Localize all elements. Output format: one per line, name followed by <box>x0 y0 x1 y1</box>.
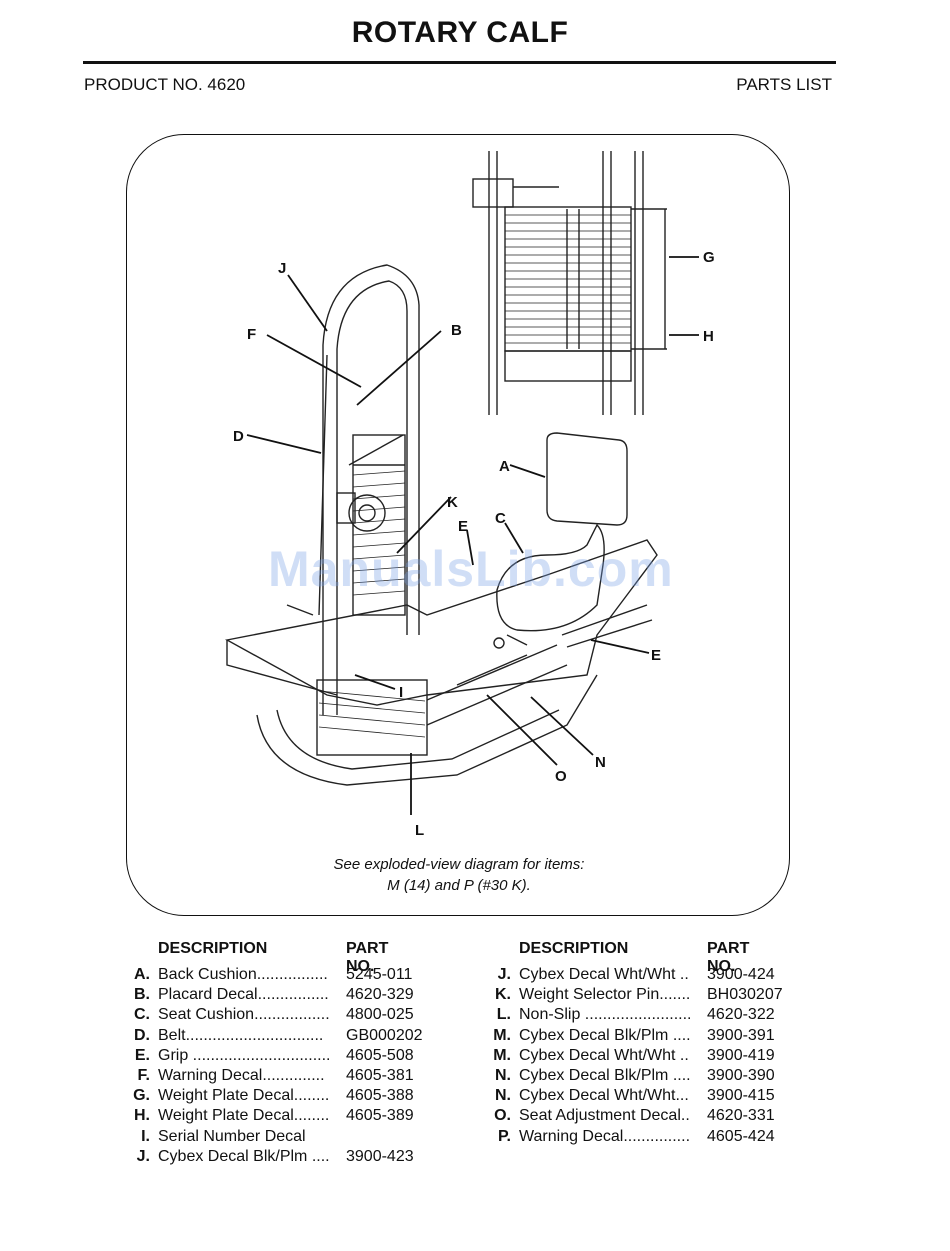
part-description: Weight Selector Pin....... <box>519 986 691 1004</box>
part-description: Seat Cushion................. <box>158 1006 330 1024</box>
section-label: PARTS LIST <box>736 75 832 94</box>
part-letter: K. <box>495 986 511 1004</box>
part-letter: J. <box>136 1147 150 1165</box>
part-number: 4620-322 <box>707 1006 775 1024</box>
part-description: Non-Slip ........................ <box>519 1006 692 1024</box>
part-letter: A. <box>134 966 150 983</box>
callout-f: F <box>247 326 256 343</box>
part-number: 3900-424 <box>707 966 775 983</box>
part-number: 4605-508 <box>346 1046 414 1064</box>
part-description: Serial Number Decal <box>158 1127 306 1145</box>
part-number: BH030207 <box>707 986 783 1004</box>
part-letter: M. <box>493 1026 511 1044</box>
callout-a: A <box>499 458 510 475</box>
part-letter: D. <box>134 1026 150 1044</box>
part-letter: J. <box>497 966 511 983</box>
diagram-frame: J F B D A K C E E G H I L N O See explod… <box>126 134 790 916</box>
callout-n: N <box>595 754 606 771</box>
part-letter: E. <box>134 1046 150 1064</box>
part-letter: N. <box>495 1087 511 1105</box>
callout-h: H <box>703 328 714 345</box>
part-number: 4605-389 <box>346 1107 414 1125</box>
part-letter: L. <box>496 1006 511 1024</box>
col-header-description: DESCRIPTION <box>519 940 629 957</box>
part-number: GB000202 <box>346 1026 423 1044</box>
col-header-part-no: PART NO. <box>707 940 750 975</box>
product-number: PRODUCT NO. 4620 <box>84 75 246 94</box>
diagram-note-line1: See exploded-view diagram for items: <box>333 856 585 873</box>
callout-c: C <box>495 510 506 527</box>
callout-o: O <box>555 768 567 785</box>
part-number: 4620-331 <box>707 1107 775 1125</box>
callout-j: J <box>278 260 286 277</box>
part-description: Belt............................... <box>158 1026 324 1044</box>
callout-g: G <box>703 249 715 266</box>
title-rule <box>83 61 836 64</box>
part-letter: O. <box>494 1107 511 1125</box>
part-letter: I. <box>141 1127 150 1145</box>
part-letter: M. <box>493 1046 511 1064</box>
callout-e-upper: E <box>458 518 468 535</box>
part-number: 3900-423 <box>346 1147 414 1165</box>
part-number: 4605-381 <box>346 1066 414 1084</box>
callout-l: L <box>415 822 424 839</box>
part-letter: C. <box>134 1006 150 1024</box>
part-number: 4605-388 <box>346 1087 414 1105</box>
part-number: 4605-424 <box>707 1127 775 1145</box>
callout-i: I <box>399 684 403 701</box>
part-number: 3900-415 <box>707 1087 775 1105</box>
callout-d: D <box>233 428 244 445</box>
part-number: 4620-329 <box>346 986 414 1004</box>
part-description: Placard Decal................ <box>158 986 329 1004</box>
part-number: 3900-390 <box>707 1066 775 1084</box>
callout-k: K <box>447 494 458 511</box>
part-letter: N. <box>495 1066 511 1084</box>
page-title: ROTARY CALF <box>351 16 569 49</box>
part-letter: F. <box>137 1066 150 1084</box>
col-header-description: DESCRIPTION <box>158 940 268 957</box>
callout-b: B <box>451 322 462 339</box>
part-description: Warning Decal.............. <box>158 1066 325 1084</box>
callout-e-lower: E <box>651 647 661 664</box>
part-description: Cybex Decal Blk/Plm .... <box>158 1147 330 1165</box>
part-letter: B. <box>134 986 150 1004</box>
part-letter: G. <box>133 1087 150 1105</box>
part-description: Warning Decal............... <box>519 1127 691 1145</box>
part-description: Weight Plate Decal........ <box>158 1107 330 1125</box>
part-number: 3900-419 <box>707 1046 775 1064</box>
machine-illustration: J F B D A K C E E G H I L N O <box>224 151 715 839</box>
part-description: Weight Plate Decal........ <box>158 1087 330 1105</box>
part-letter: H. <box>134 1107 150 1125</box>
part-description: Seat Adjustment Decal.. <box>519 1107 690 1125</box>
part-description: Cybex Decal Wht/Wht .. <box>519 966 689 983</box>
part-description: Cybex Decal Wht/Wht .. <box>519 1046 689 1064</box>
part-description: Grip ............................... <box>158 1046 331 1064</box>
weight-stack-inset <box>472 151 667 415</box>
part-number: 3900-391 <box>707 1026 775 1044</box>
part-description: Cybex Decal Wht/Wht... <box>519 1087 689 1105</box>
part-description: Cybex Decal Blk/Plm .... <box>519 1026 691 1044</box>
machine-frame <box>286 264 420 715</box>
col-header-part-no: PART NO. <box>346 940 389 975</box>
part-letter: P. <box>497 1127 511 1145</box>
part-description: Back Cushion................ <box>158 966 328 983</box>
part-number: 4800-025 <box>346 1006 414 1024</box>
diagram-note-line2: M (14) and P (#30 K). <box>387 877 531 894</box>
base-frame <box>224 539 658 786</box>
seat-assembly <box>493 432 653 649</box>
part-number: 5245-011 <box>346 966 413 983</box>
part-description: Cybex Decal Blk/Plm .... <box>519 1066 691 1084</box>
